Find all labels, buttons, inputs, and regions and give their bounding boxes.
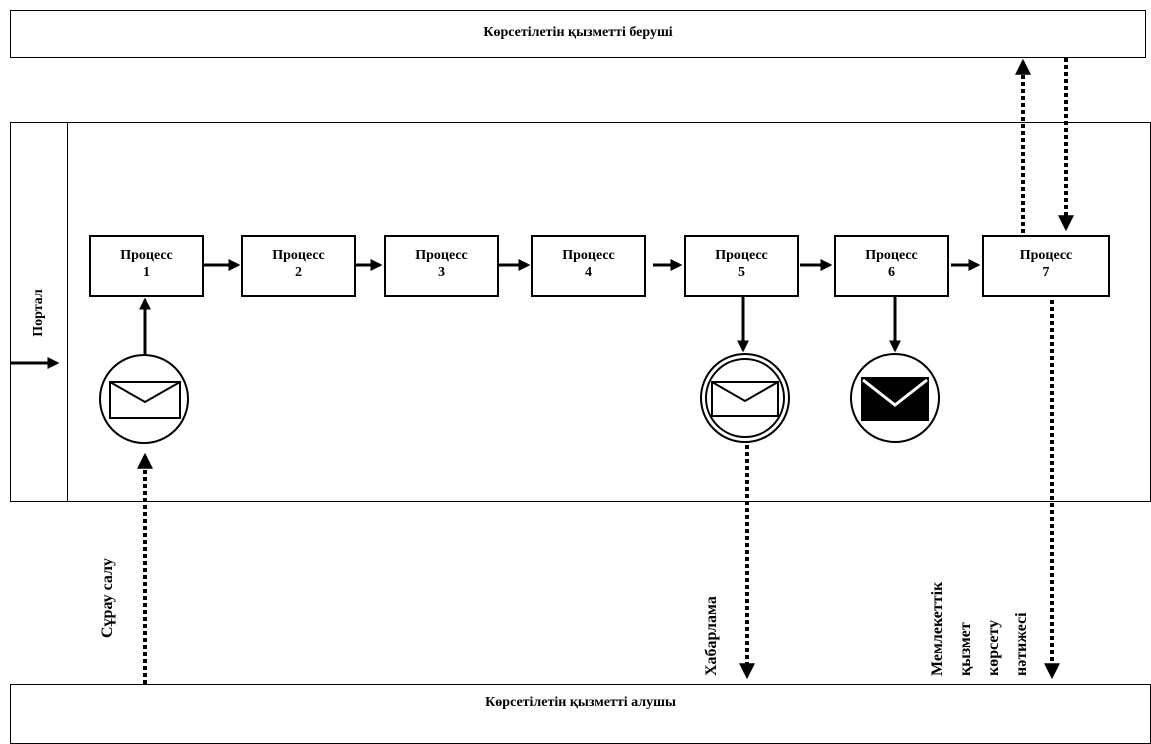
result-label-line-3: көрсету <box>985 619 1002 676</box>
portal-band <box>11 123 68 501</box>
process-4: Процесс 4 <box>531 235 646 297</box>
provider-lane-title: Көрсетілетін қызметті беруші <box>483 25 673 40</box>
process-label: Процесс <box>865 248 918 263</box>
process-label: Процесс <box>120 248 173 263</box>
end-message-event <box>850 353 940 443</box>
filled-envelope-icon <box>861 377 929 421</box>
portal-lane: Портал <box>10 122 1151 502</box>
process-number: 5 <box>738 265 745 280</box>
process-number: 4 <box>585 265 592 280</box>
process-2: Процесс 2 <box>241 235 356 297</box>
process-number: 1 <box>143 265 150 280</box>
process-label: Процесс <box>1019 248 1073 263</box>
result-label-line-4: нәтижесі <box>1013 612 1030 676</box>
notification-label: Хабарлама <box>703 596 720 676</box>
process-number: 7 <box>1042 265 1050 280</box>
process-5: Процесс 5 <box>684 235 799 297</box>
process-label: Процесс <box>715 248 768 263</box>
process-number: 2 <box>295 265 302 280</box>
process-number: 6 <box>888 265 895 280</box>
process-7: Процесс 7 <box>982 235 1110 297</box>
process-6: Процесс 6 <box>834 235 949 297</box>
start-message-event <box>99 354 189 444</box>
result-label-line-2: қызмет <box>957 622 974 676</box>
process-label: Процесс <box>272 248 325 263</box>
recipient-lane-title: Көрсетілетін қызметті алушы <box>485 695 676 710</box>
result-label-line-1: Мемлекеттік <box>929 581 946 676</box>
intermediate-message-event <box>700 353 790 443</box>
process-1: Процесс 1 <box>89 235 204 297</box>
provider-lane: Көрсетілетін қызметті беруші <box>10 10 1146 58</box>
request-label: Сұрау салу <box>99 557 116 638</box>
process-3: Процесс 3 <box>384 235 499 297</box>
process-label: Процесс <box>415 248 468 263</box>
process-number: 3 <box>438 265 445 280</box>
process-label: Процесс <box>562 248 615 263</box>
